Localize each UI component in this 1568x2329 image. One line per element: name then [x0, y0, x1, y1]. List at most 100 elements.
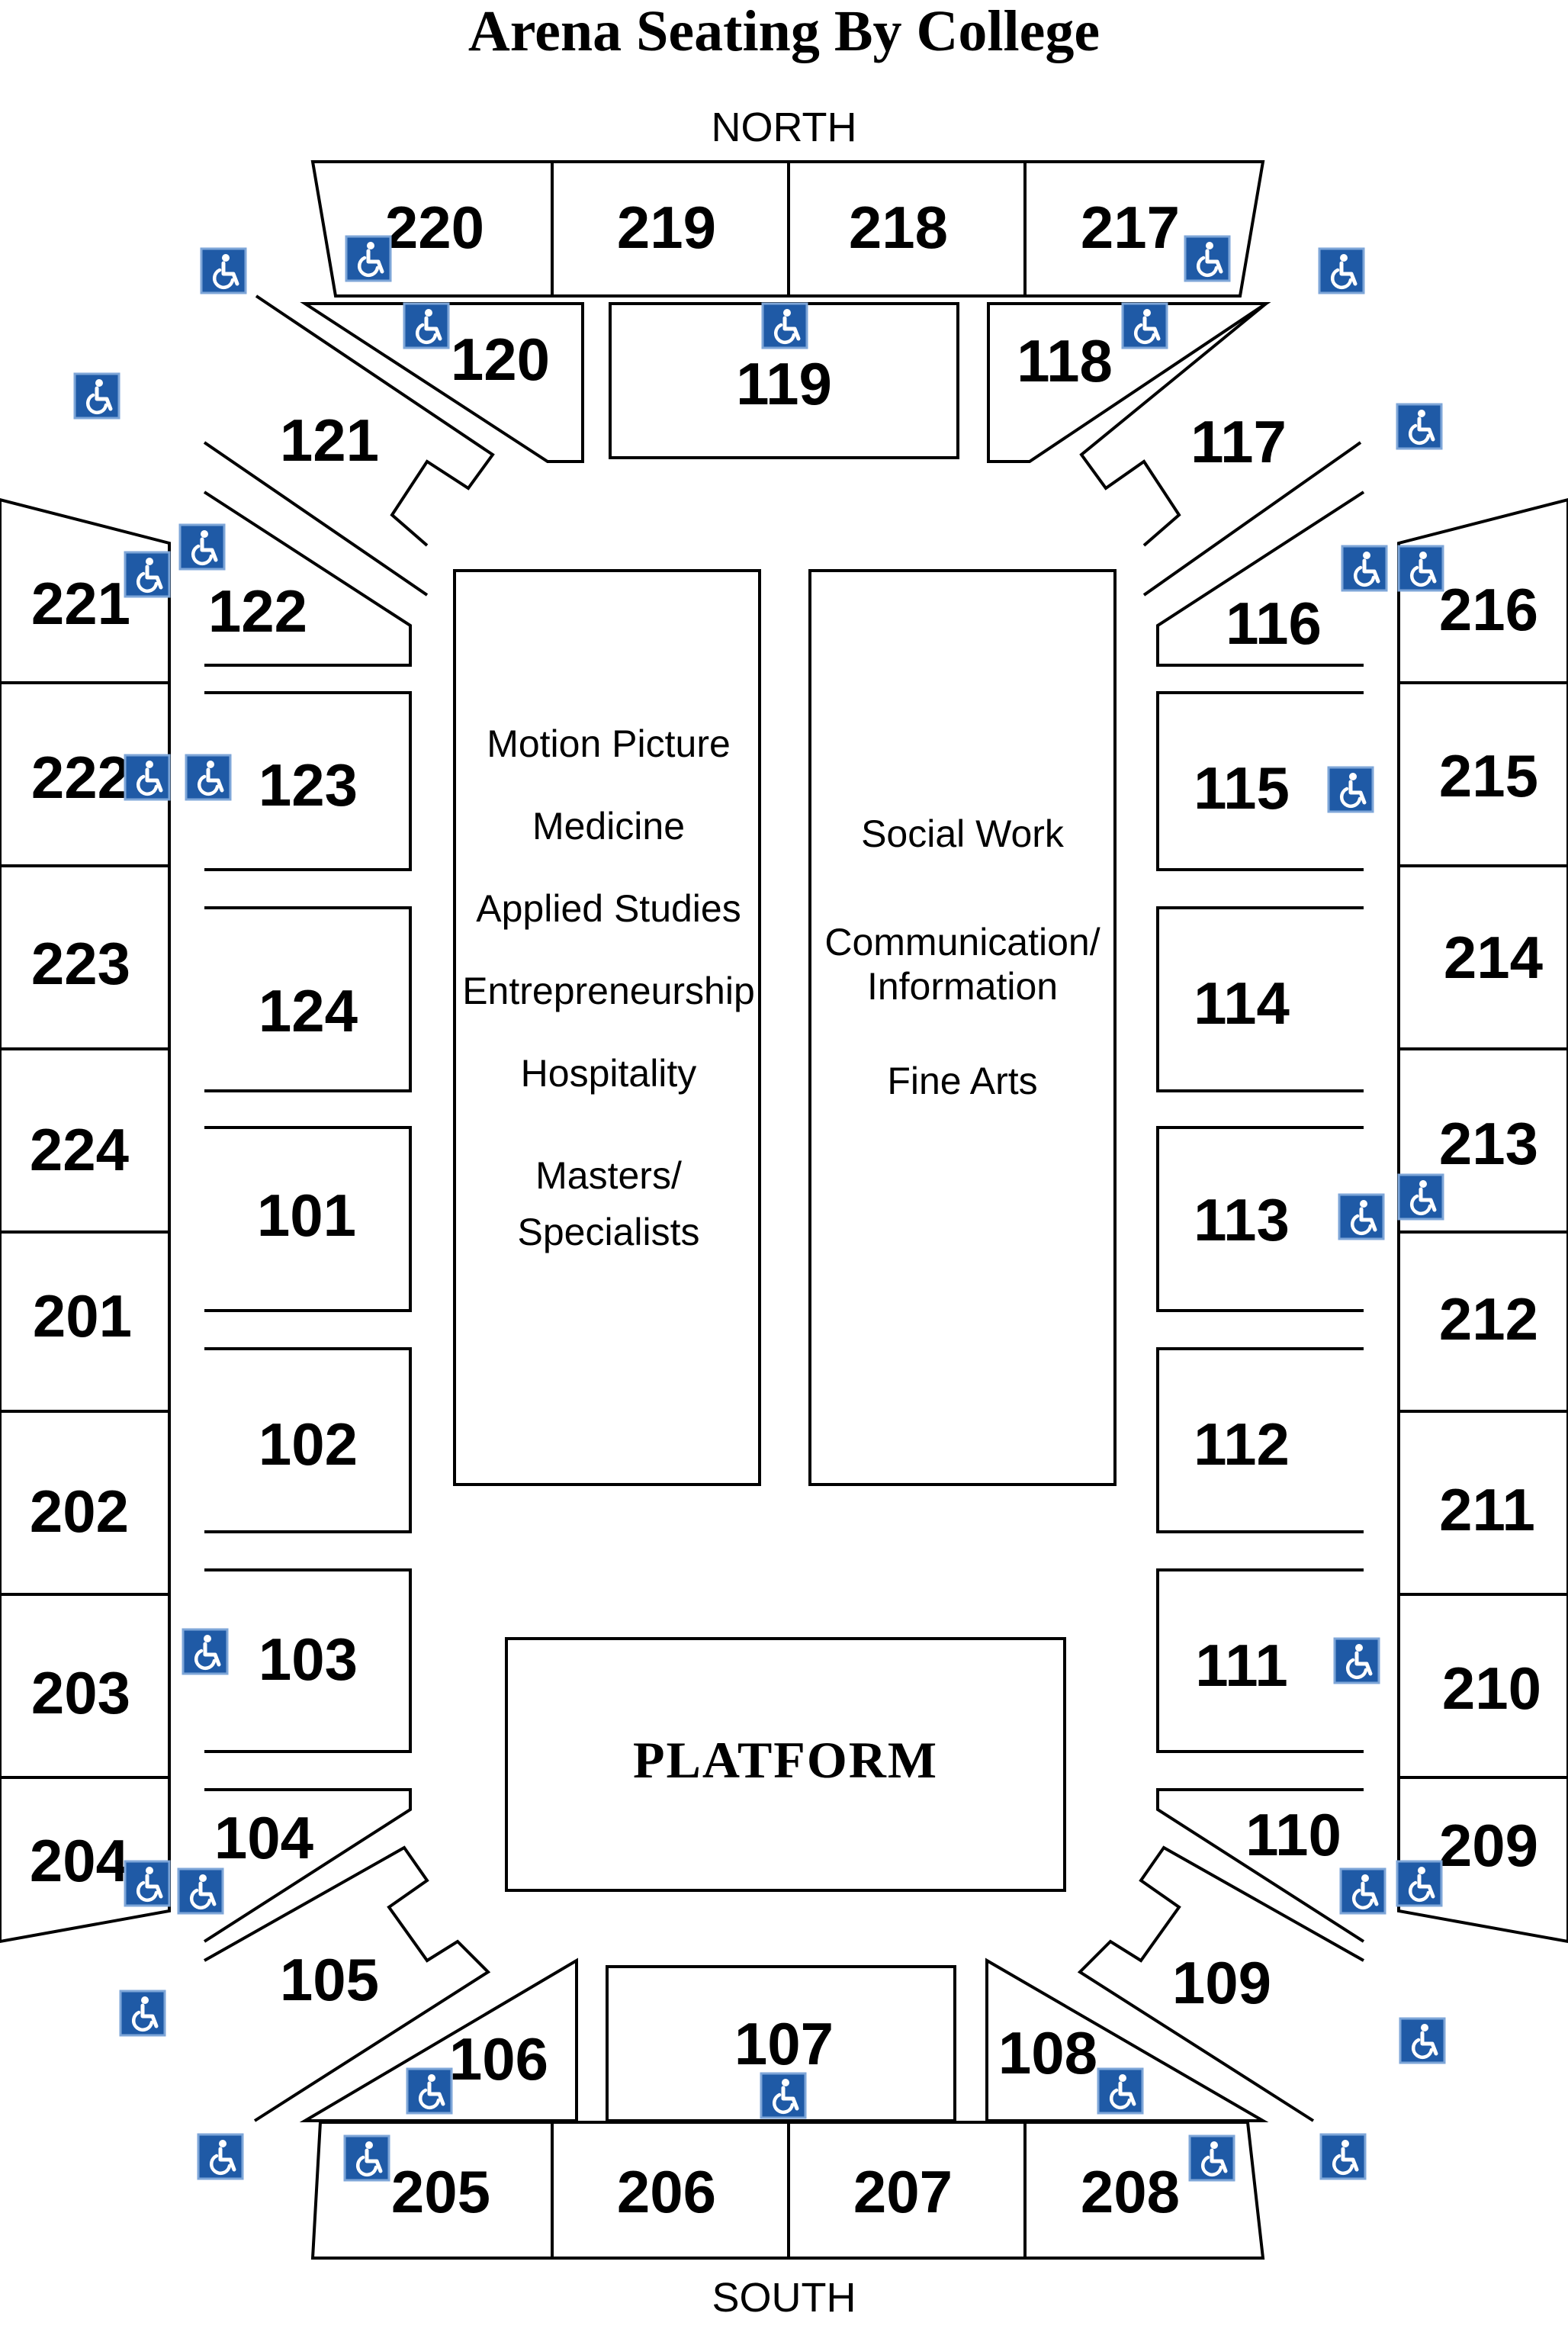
section-101-outline [204, 1126, 412, 1312]
section-211[interactable] [1397, 1410, 1568, 1596]
label-113: 113 [1194, 1186, 1290, 1253]
label-213: 213 [1439, 1110, 1538, 1177]
wheelchair-accessible-icon [761, 2073, 805, 2118]
floor-block-right[interactable] [808, 569, 1117, 1486]
label-215: 215 [1439, 742, 1538, 809]
section-223[interactable] [0, 864, 171, 1050]
label-216: 216 [1439, 576, 1538, 643]
label-204: 204 [30, 1827, 129, 1894]
label-109: 109 [1172, 1949, 1271, 2016]
section-214[interactable] [1397, 864, 1568, 1050]
label-103: 103 [259, 1626, 358, 1693]
section-114-outline [1156, 906, 1364, 1092]
platform-label: PLATFORM [633, 1731, 938, 1789]
wheelchair-accessible-icon [183, 1629, 227, 1674]
section-113-outline [1156, 1126, 1364, 1312]
wheelchair-accessible-icon [1335, 1639, 1379, 1683]
section-104-outline [203, 1788, 412, 1943]
label-221: 221 [31, 570, 130, 637]
label-219: 219 [617, 194, 716, 261]
section-120[interactable] [300, 302, 584, 463]
label-108: 108 [998, 2019, 1097, 2086]
college-specialists: Specialists [518, 1211, 700, 1253]
section-118[interactable] [987, 302, 1271, 463]
wheelchair-accessible-icon [404, 304, 448, 348]
label-203: 203 [31, 1659, 130, 1726]
college-motion-picture: Motion Picture [487, 722, 731, 765]
section-labels: 220 219 218 217 120 119 118 121 117 221 … [30, 194, 1543, 2225]
wheelchair-accessible-icon [1321, 2134, 1365, 2179]
section-119[interactable] [609, 302, 959, 459]
label-217: 217 [1081, 194, 1180, 261]
label-120: 120 [451, 326, 550, 393]
label-209: 209 [1439, 1812, 1538, 1879]
section-116-outline [1156, 491, 1365, 667]
label-116: 116 [1226, 590, 1322, 657]
college-social-work: Social Work [861, 812, 1065, 855]
section-202[interactable] [0, 1410, 171, 1596]
wheelchair-accessible-icon [407, 2069, 451, 2113]
platform-stage [505, 1637, 1066, 1892]
wheelchair-accessible-icon [1400, 2019, 1444, 2063]
section-212[interactable] [1397, 1230, 1568, 1413]
label-224: 224 [30, 1116, 129, 1183]
section-224[interactable] [0, 1047, 171, 1234]
label-101: 101 [257, 1182, 356, 1249]
wheelchair-accessible-icon [178, 1869, 223, 1913]
floor-block-left[interactable] [453, 569, 761, 1486]
wheelchair-accessible-icon [75, 374, 119, 418]
label-212: 212 [1439, 1285, 1538, 1353]
wheelchair-accessible-icon [198, 2134, 243, 2179]
south-label: SOUTH [712, 2275, 856, 2321]
college-applied-studies: Applied Studies [476, 887, 741, 930]
label-111: 111 [1195, 1632, 1288, 1699]
wheelchair-accessible-icon [1190, 2136, 1234, 2180]
wall-117-inner [1142, 441, 1362, 597]
label-222: 222 [31, 744, 130, 811]
section-111-outline [1156, 1568, 1364, 1753]
label-106: 106 [449, 2025, 548, 2093]
section-112-outline [1156, 1347, 1364, 1533]
college-communication: Communication/ [824, 921, 1100, 963]
label-210: 210 [1442, 1655, 1541, 1722]
north-label: NORTH [711, 105, 856, 150]
label-121: 121 [280, 407, 379, 474]
section-123-outline [204, 691, 412, 871]
wheelchair-accessible-icon [1185, 236, 1229, 281]
label-115: 115 [1194, 754, 1290, 822]
college-list-left: Motion Picture Medicine Applied Studies … [462, 722, 755, 1253]
section-110-outline [1156, 1788, 1365, 1943]
wheelchair-accessible-icon [125, 1861, 169, 1906]
label-107: 107 [734, 2010, 834, 2077]
label-104: 104 [214, 1804, 313, 1871]
label-220: 220 [385, 194, 484, 261]
section-201[interactable] [0, 1230, 171, 1413]
wall-121-inner [203, 441, 429, 597]
label-214: 214 [1444, 924, 1543, 991]
label-205: 205 [391, 2158, 490, 2225]
map-title: Arena Seating By College [468, 0, 1100, 63]
wheelchair-accessible-icon [125, 755, 169, 799]
wall-121-outer [255, 294, 495, 547]
wheelchair-accessible-icon [180, 525, 224, 569]
wall-109-outer [1077, 1845, 1364, 2122]
wheelchair-accessible-icon [346, 236, 390, 281]
college-information: Information [867, 965, 1058, 1008]
label-208: 208 [1081, 2158, 1180, 2225]
section-203[interactable] [0, 1593, 171, 1779]
section-122-outline [203, 491, 412, 667]
wheelchair-accessible-icon [125, 552, 169, 597]
college-fine-arts: Fine Arts [887, 1060, 1037, 1102]
label-223: 223 [31, 930, 130, 997]
section-215[interactable] [1397, 681, 1568, 867]
label-102: 102 [259, 1411, 358, 1478]
label-207: 207 [853, 2158, 953, 2225]
college-medicine: Medicine [532, 805, 685, 848]
wheelchair-accessible-icon [763, 304, 807, 348]
wheelchair-accessible-icon [1397, 1861, 1441, 1906]
section-103-outline [204, 1568, 412, 1753]
label-117: 117 [1190, 408, 1287, 475]
wheelchair-accessible-icon [1329, 767, 1373, 812]
label-201: 201 [33, 1282, 132, 1349]
